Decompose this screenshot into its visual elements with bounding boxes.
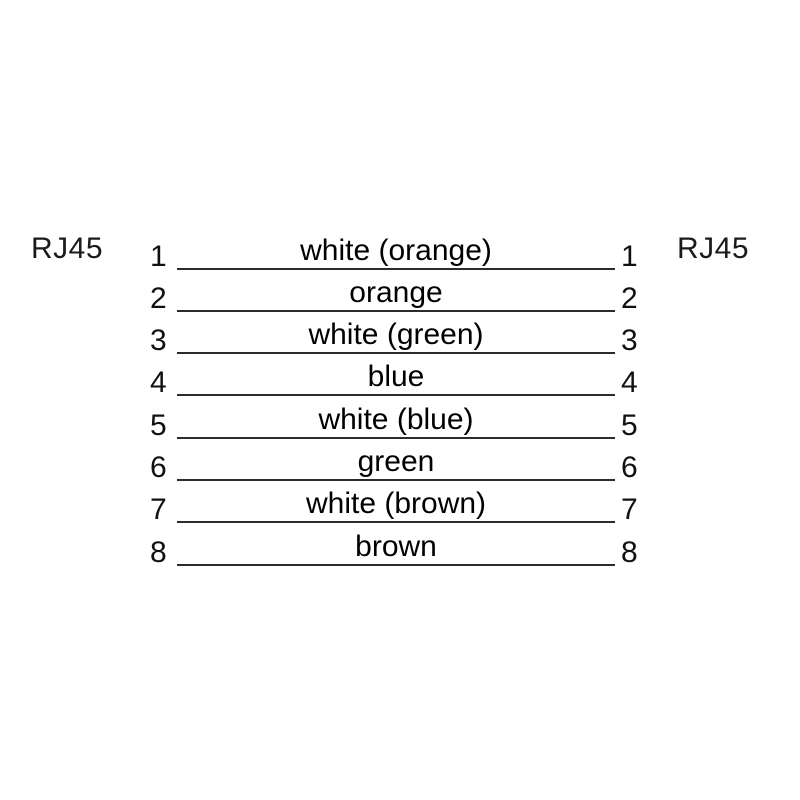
wire-line — [177, 310, 615, 312]
wire-line — [177, 394, 615, 396]
right-pin-number: 3 — [621, 324, 638, 357]
right-pin-number: 1 — [621, 240, 638, 273]
right-pin-number: 2 — [621, 282, 638, 315]
right-pin-number: 6 — [621, 451, 638, 484]
wire-line — [177, 437, 615, 439]
wire-color-label: white (brown) — [305, 487, 487, 520]
wire-color-label: orange — [349, 276, 443, 309]
right-pin-number: 8 — [621, 536, 638, 569]
wire-line — [177, 521, 615, 523]
wire-color-label: white (blue) — [318, 403, 474, 436]
left-pin-number: 1 — [150, 240, 167, 273]
wire-line — [177, 479, 615, 481]
left-pin-number: 7 — [150, 493, 167, 526]
left-pin-number: 3 — [150, 324, 167, 357]
wire-color-label: brown — [355, 530, 437, 563]
right-pin-number: 5 — [621, 409, 638, 442]
wire-color-label: white (green) — [308, 318, 484, 351]
left-pin-number: 5 — [150, 409, 167, 442]
left-pin-number: 6 — [150, 451, 167, 484]
left-pin-number: 4 — [150, 366, 167, 399]
wire-color-label: green — [357, 445, 435, 478]
left-connector-label: RJ45 — [31, 232, 104, 265]
right-pin-number: 4 — [621, 366, 638, 399]
right-pin-number: 7 — [621, 493, 638, 526]
wire-color-label: white (orange) — [300, 234, 492, 267]
wire-line — [177, 352, 615, 354]
wire-color-label: blue — [367, 360, 425, 393]
right-connector-label: RJ45 — [677, 232, 750, 265]
wire-line — [177, 564, 615, 566]
left-pin-number: 8 — [150, 536, 167, 569]
left-pin-number: 2 — [150, 282, 167, 315]
wire-line — [177, 268, 615, 270]
